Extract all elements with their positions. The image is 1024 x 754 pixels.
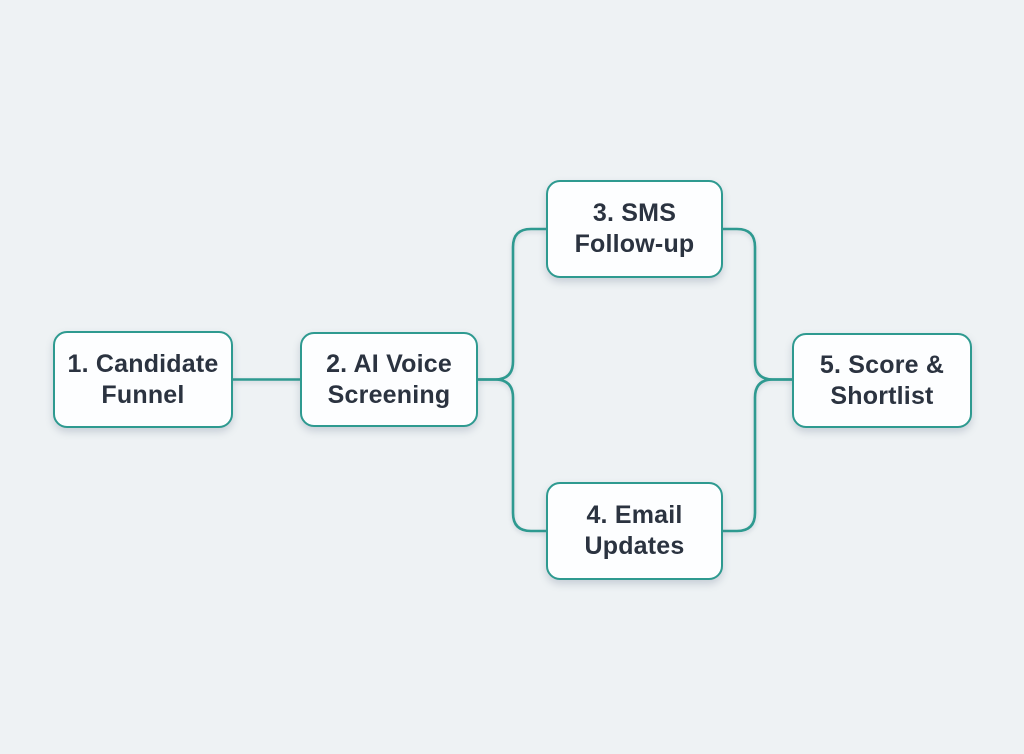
node-label-line: Follow-up: [574, 230, 695, 258]
edge-step2-step3: [476, 227, 548, 381]
edge-step4-step5: [721, 378, 794, 533]
node-label-line: 4. Email: [586, 501, 683, 529]
node-label-line: 3. SMS: [592, 199, 677, 227]
node-ai-voice-screening: 2. AI Voice Screening: [300, 332, 478, 427]
node-label-line: 1. Candidate: [67, 349, 219, 378]
edge-step2-step4: [476, 378, 548, 533]
node-label-line: 5. Score &: [819, 350, 945, 379]
node-candidate-funnel: 1. Candidate Funnel: [53, 331, 233, 428]
node-score-shortlist: 5. Score & Shortlist: [792, 333, 972, 428]
node-label-line: 2. AI Voice: [326, 349, 452, 378]
edge-step3-step5: [721, 227, 794, 381]
node-sms-follow-up: 3. SMS Follow-up: [546, 180, 723, 278]
node-label-line: Updates: [584, 532, 685, 560]
node-email-updates: 4. Email Updates: [546, 482, 723, 580]
node-label-line: Shortlist: [830, 381, 934, 410]
node-label-line: Screening: [327, 380, 451, 409]
node-label-line: Funnel: [101, 380, 185, 409]
